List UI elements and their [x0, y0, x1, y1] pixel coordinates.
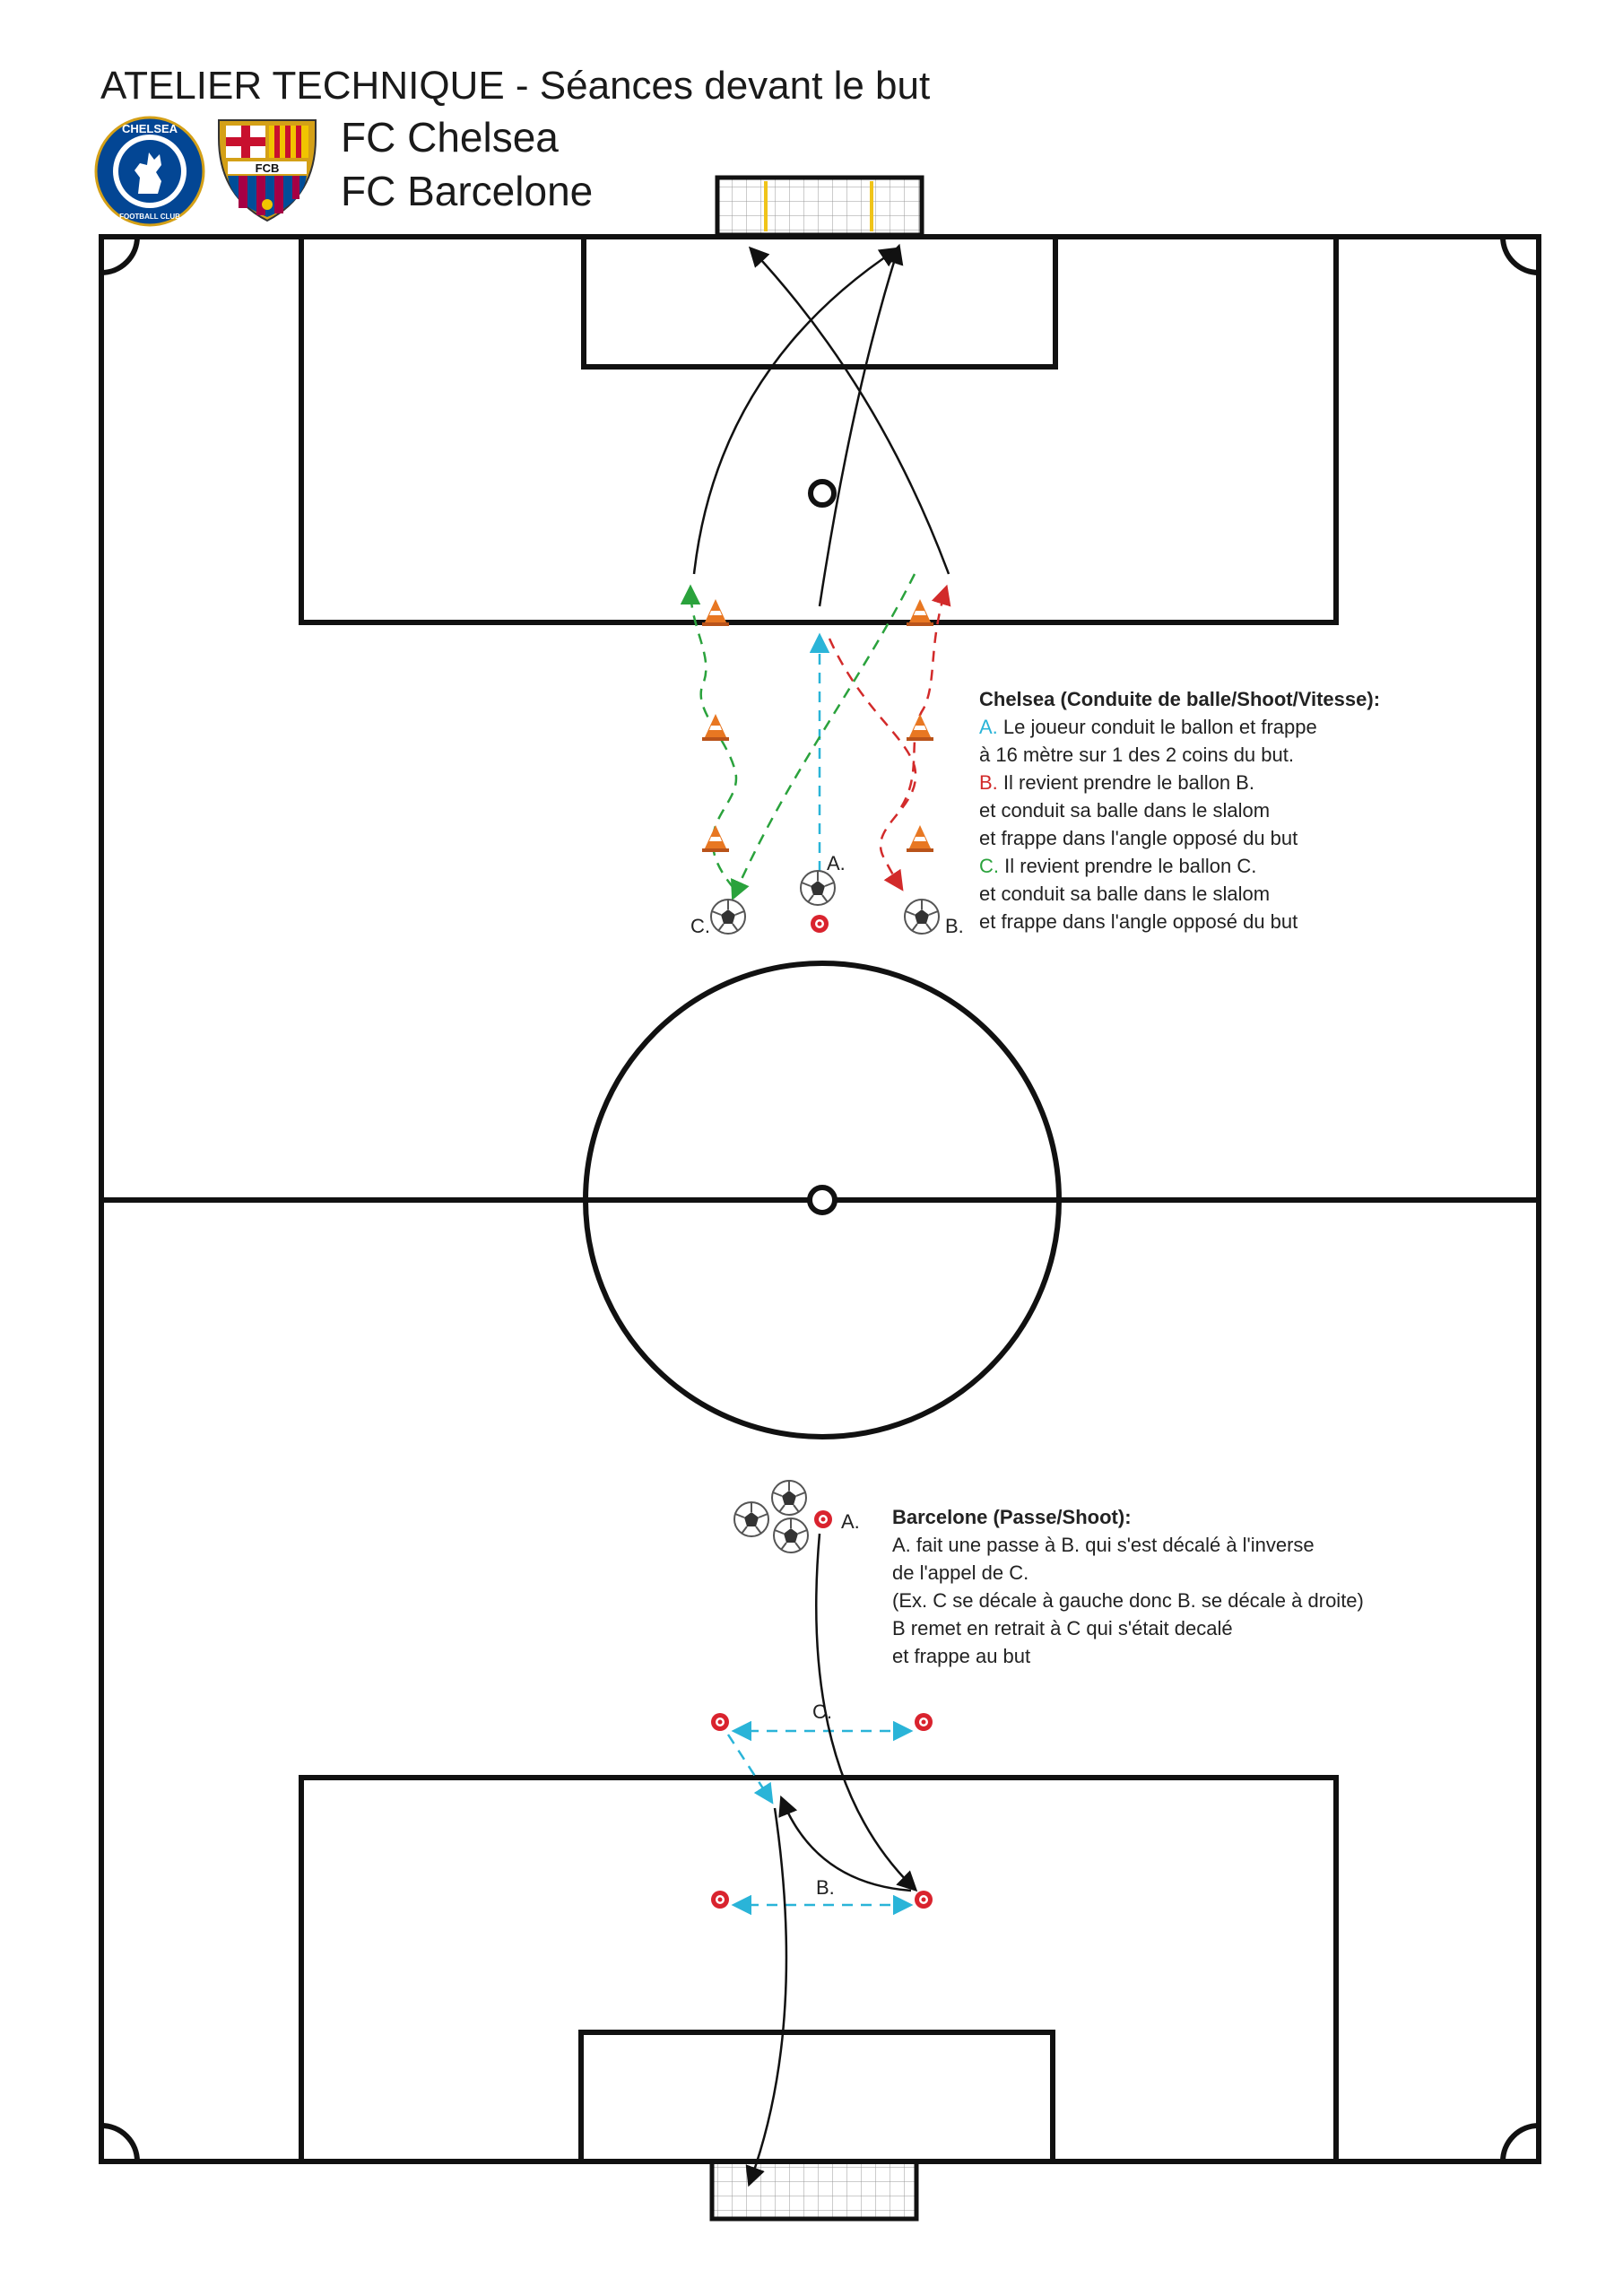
cone-icon — [702, 599, 729, 626]
layoff-b-to-c-arrow — [778, 1795, 912, 1892]
barcelona-drill-line: B remet en retrait à C qui s'était decal… — [892, 1617, 1233, 1639]
chelsea-drill-description: Chelsea (Conduite de balle/Shoot/Vitesse… — [979, 685, 1553, 935]
chelsea-drill-heading: Chelsea (Conduite de balle/Shoot/Vitesse… — [979, 688, 1381, 710]
chelsea-crest-icon: CHELSEA FOOTBALL CLUB — [94, 116, 205, 227]
bottom-penalty-area — [299, 1775, 1339, 2164]
ball-icon — [771, 1480, 807, 1516]
step-c-prefix: C. — [979, 855, 999, 877]
cone-icon — [907, 714, 933, 741]
step-a-line: Le joueur conduit le ballon et frappe — [1002, 716, 1317, 738]
ball-icon-b — [904, 899, 940, 935]
chelsea-crest-text: CHELSEA — [122, 122, 178, 135]
barcelona-drill-line: (Ex. C se décale à gauche donc B. se déc… — [892, 1589, 1364, 1612]
shot-barca-arrow — [745, 1807, 788, 2187]
barcelona-crest-text: FCB — [256, 161, 280, 175]
label-barca-c: C. — [812, 1700, 832, 1723]
player-marker-icon — [811, 915, 829, 933]
label-barca-a: A. — [841, 1510, 860, 1533]
cone-icon — [907, 599, 933, 626]
corner-arc-bottom-left — [100, 2123, 140, 2162]
label-a: A. — [827, 852, 846, 874]
page-title: ATELIER TECHNIQUE - Séances devant le bu… — [100, 64, 931, 108]
run-b-red-return — [899, 584, 951, 808]
marker-c-left-icon — [711, 1713, 729, 1731]
cone-icon — [702, 825, 729, 852]
corner-arc-bottom-right — [1500, 2123, 1540, 2162]
ball-icon — [733, 1501, 769, 1537]
barcelona-drill-line: A. fait une passe à B. qui s'est décalé … — [892, 1534, 1315, 1556]
top-goal — [715, 175, 924, 238]
top-penalty-spot — [808, 479, 837, 508]
cone-icon — [702, 714, 729, 741]
marker-b-left-icon — [711, 1891, 729, 1909]
step-c-line: Il revient prendre le ballon C. — [1004, 855, 1257, 877]
step-c-line: et conduit sa balle dans le slalom — [979, 883, 1271, 905]
ball-icon-c — [710, 899, 746, 935]
barcelona-drill-line: de l'appel de C. — [892, 1561, 1029, 1584]
barcelona-drill-heading: Barcelone (Passe/Shoot): — [892, 1506, 1132, 1528]
bottom-goal — [709, 2159, 919, 2222]
step-b-line: Il revient prendre le ballon B. — [1002, 771, 1254, 794]
marker-b-right-icon — [915, 1891, 933, 1909]
step-a-line: à 16 mètre sur 1 des 2 coins du but. — [979, 744, 1294, 766]
step-c-line: et frappe dans l'angle opposé du but — [979, 910, 1298, 933]
team-name-barcelona: FC Barcelone — [341, 168, 594, 214]
corner-arc-top-right — [1500, 236, 1540, 275]
team-name-chelsea: FC Chelsea — [341, 114, 559, 161]
chelsea-crest-subtext: FOOTBALL CLUB — [119, 213, 180, 221]
marker-c-right-icon — [915, 1713, 933, 1731]
top-penalty-area — [299, 234, 1339, 625]
barcelona-drill-line: et frappe au but — [892, 1645, 1031, 1667]
ball-icon-a — [800, 870, 836, 906]
cone-icon — [907, 825, 933, 852]
corner-arc-top-left — [100, 236, 140, 275]
step-a-prefix: A. — [979, 716, 998, 738]
barcelona-drill-description: Barcelone (Passe/Shoot): A. fait une pas… — [892, 1503, 1556, 1670]
step-b-prefix: B. — [979, 771, 998, 794]
run-c-green — [731, 573, 916, 901]
run-b-red — [828, 638, 917, 891]
center-circle — [583, 961, 1062, 1439]
top-goal-area — [581, 234, 1058, 370]
barcelona-crest-icon: FCB — [218, 119, 317, 222]
shot-arrow-center — [818, 243, 904, 607]
shot-arrow-left — [692, 247, 900, 575]
ball-icon — [773, 1518, 809, 1553]
player-marker-a-icon — [814, 1510, 832, 1528]
shot-arrow-cross-right — [748, 246, 950, 575]
label-barca-b: B. — [816, 1876, 835, 1899]
step-b-line: et conduit sa balle dans le slalom — [979, 799, 1271, 822]
pass-a-to-b-arrow — [815, 1533, 918, 1892]
label-b: B. — [945, 915, 964, 937]
bottom-goal-area — [578, 2030, 1055, 2164]
run-c-blue — [726, 1734, 774, 1805]
label-c: C. — [690, 915, 710, 937]
step-b-line: et frappe dans l'angle opposé du but — [979, 827, 1298, 849]
center-spot — [807, 1185, 838, 1215]
